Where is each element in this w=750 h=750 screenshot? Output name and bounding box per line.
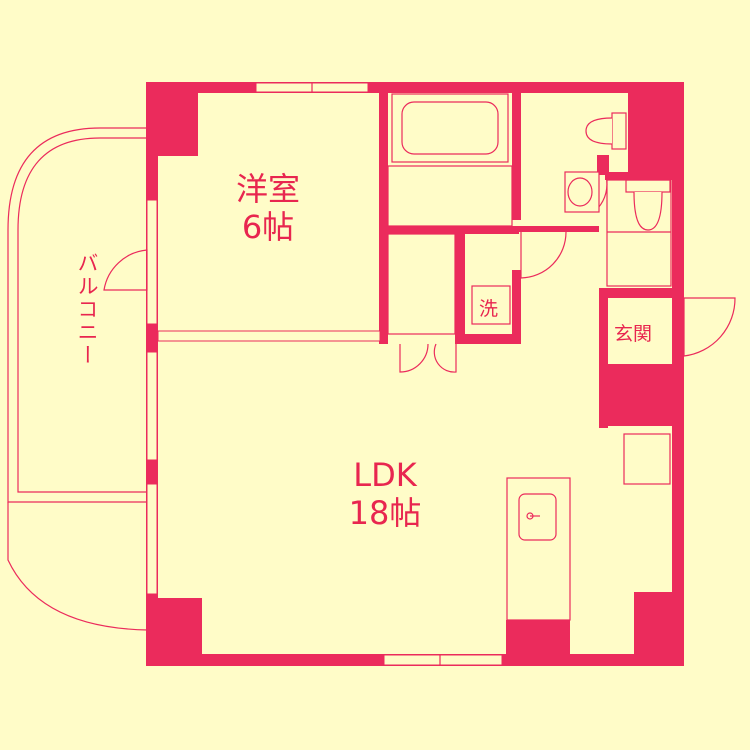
closet bbox=[387, 233, 456, 335]
windows bbox=[146, 82, 503, 666]
balcony-outline bbox=[7, 127, 149, 631]
washbasin-area bbox=[387, 165, 600, 227]
ldk-size: 18帖 bbox=[348, 494, 422, 532]
western-room-size: 6帖 bbox=[241, 208, 295, 246]
toilets bbox=[585, 112, 671, 231]
western-room-label: 洋室 6帖 bbox=[222, 170, 314, 246]
ldk-name: LDK bbox=[353, 456, 417, 494]
entrance-storage bbox=[606, 179, 672, 287]
washroom-label: 洗 bbox=[479, 298, 499, 320]
balcony-label: バルコニー bbox=[75, 252, 99, 367]
entrance-label: 玄関 bbox=[614, 323, 653, 345]
ldk-label: LDK 18帖 bbox=[330, 456, 440, 532]
bathtub bbox=[391, 93, 509, 163]
exterior-walls bbox=[146, 82, 684, 666]
kitchen-counter bbox=[506, 433, 671, 621]
western-room-name: 洋室 bbox=[235, 170, 300, 208]
laundry-space bbox=[471, 285, 511, 325]
interior-walls bbox=[379, 82, 684, 428]
